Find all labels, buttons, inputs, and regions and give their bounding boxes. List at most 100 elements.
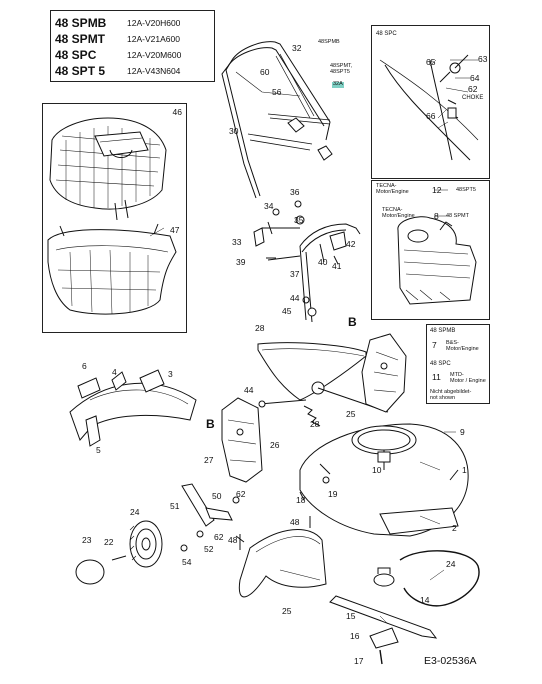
part-number: 35 (294, 215, 304, 225)
model-code: 12A-V20H600 (127, 18, 181, 28)
part-number: 32 (292, 43, 302, 53)
part-number: 50 (212, 491, 222, 501)
part-number: 47 (170, 225, 180, 235)
part-number: 44 (244, 385, 254, 395)
model-name: 48 SPMT (55, 32, 106, 46)
part-number: 26 (270, 440, 280, 450)
part-number: 40 (318, 257, 328, 267)
mulch-plug-illustration (238, 529, 327, 598)
handle-model-note: 48SPMT, 48SPT5 (330, 63, 353, 75)
model-code: 12A-V21A600 (127, 34, 180, 44)
part-number: 8 (434, 211, 439, 221)
part-number: 30 (229, 126, 239, 136)
part-number: 4 (112, 367, 117, 377)
engine-model: 48SPT5 (456, 187, 476, 193)
part-number: 9 (460, 427, 465, 437)
part-number: 36 (290, 187, 300, 197)
rear-bracket-illustration (361, 333, 407, 413)
handle-model-highlight: 32A (332, 81, 344, 88)
engine-note: TECNA- Motor/Engine (382, 207, 415, 219)
part-number: 62 (214, 532, 224, 542)
legend-number: 11 (432, 372, 441, 382)
handle-illustration (221, 41, 333, 199)
fasteners-illustration (235, 257, 311, 550)
legend-number: 7 (432, 340, 437, 350)
part-number: 19 (328, 489, 338, 499)
part-number: 24 (446, 559, 456, 569)
model-code: 12A-V20M600 (127, 50, 182, 60)
panel-label: 48 SPC (376, 31, 397, 37)
legend-note: Nicht abgebildet- not shown (430, 389, 472, 401)
part-number: 23 (82, 535, 92, 545)
part-number: 14 (420, 595, 430, 605)
legend-text: B&S- Motor/Engine (446, 340, 479, 352)
part-number: 25 (282, 606, 292, 616)
part-number: 65 (426, 57, 436, 67)
mower-deck-illustration (299, 423, 469, 537)
choke-panel: 48 SPC (371, 25, 490, 179)
part-number: 27 (204, 455, 214, 465)
section-mark: B (348, 315, 357, 329)
part-number: 3 (168, 369, 173, 379)
wheel-illustration (75, 483, 240, 585)
part-number: 5 (96, 445, 101, 455)
part-number: 41 (332, 261, 342, 271)
part-number: 52 (204, 544, 214, 554)
left-bracket-illustration (221, 397, 307, 483)
model-name: 48 SPT 5 (55, 64, 106, 78)
part-number: 51 (170, 501, 180, 511)
grass-bag-illustration (47, 117, 177, 315)
blade-illustration (329, 567, 438, 665)
part-number: 10 (372, 465, 382, 475)
part-number: 37 (290, 269, 300, 279)
part-number: 48 (290, 517, 300, 527)
part-number: 15 (346, 611, 356, 621)
part-number: 17 (354, 656, 364, 666)
part-number: 28 (310, 419, 320, 429)
handle-mount-illustration (253, 200, 361, 323)
legend-panel (426, 324, 490, 404)
section-mark: B (206, 417, 215, 431)
model-code: 12A-V43N604 (127, 66, 181, 76)
part-number: 25 (346, 409, 356, 419)
front-flap-illustration (69, 369, 197, 447)
part-number: 6 (82, 361, 87, 371)
part-number: 56 (272, 87, 282, 97)
engine-illustration (397, 216, 477, 305)
part-number: 18 (296, 495, 306, 505)
model-list-box: 48 SPMB 12A-V20H600 48 SPMT 12A-V21A600 … (50, 10, 215, 82)
part-number: 34 (264, 201, 274, 211)
part-number: 28 (255, 323, 265, 333)
engine-note: TECNA- Motor/Engine (376, 183, 409, 195)
legend-text: MTD- Motor / Engine (450, 372, 486, 384)
model-name: 48 SPC (55, 48, 97, 62)
part-number: 54 (182, 557, 192, 567)
handle-model-note: 48SPMB (318, 39, 340, 45)
part-number: 39 (236, 257, 246, 267)
part-number: 1 (462, 465, 467, 475)
leader-lines (149, 59, 478, 625)
model-name: 48 SPMB (55, 16, 107, 30)
drive-belt-illustration (399, 550, 480, 607)
legend-title: 48 SPMB (430, 328, 456, 334)
part-number: 44 (290, 293, 300, 303)
part-number: 16 (350, 631, 360, 641)
choke-cable-illustration (379, 54, 479, 161)
part-number: 24 (130, 507, 140, 517)
panel-label: 46 (172, 107, 182, 117)
legend-title: 48 SPC (430, 361, 451, 367)
part-number: 22 (104, 537, 114, 547)
part-number: 66 (426, 111, 436, 121)
part-number: 63 (478, 54, 488, 64)
choke-label: CHOKE (462, 95, 484, 101)
document-code: E3-02536A (424, 655, 477, 667)
part-number: 2 (452, 523, 457, 533)
part-number: 48 (228, 535, 238, 545)
spring-illustration (303, 405, 321, 427)
part-number: 64 (470, 73, 480, 83)
part-number: 33 (232, 237, 242, 247)
part-number: 45 (282, 306, 292, 316)
part-number: 60 (260, 67, 270, 77)
part-number: 62 (468, 84, 478, 94)
